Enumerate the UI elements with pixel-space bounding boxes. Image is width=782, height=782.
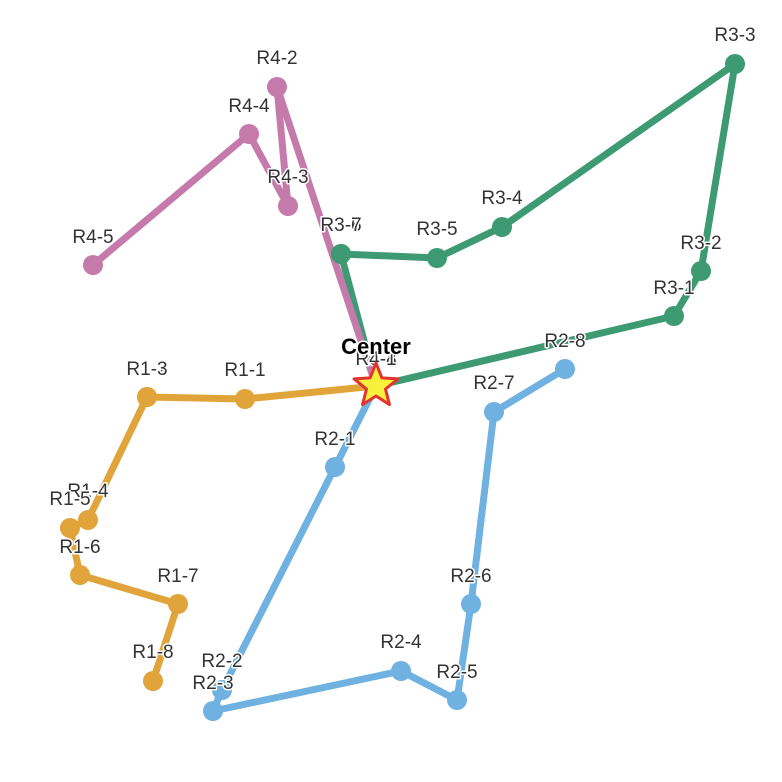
stop-node[interactable] <box>484 402 504 422</box>
stop-node[interactable] <box>391 661 411 681</box>
stop-label: R3-5 <box>416 219 457 240</box>
stop-label: R2-1 <box>314 429 355 450</box>
stop-label: R3-6 <box>320 215 361 236</box>
stop-node[interactable] <box>267 77 287 97</box>
stop-node[interactable] <box>461 594 481 614</box>
center-label: Center <box>341 334 411 359</box>
stop-label: R2-6 <box>450 566 491 587</box>
stop-node[interactable] <box>325 457 345 477</box>
stop-label: R2-8 <box>544 331 585 352</box>
stop-label: R3-3 <box>714 25 755 46</box>
stop-node[interactable] <box>555 359 575 379</box>
stop-node[interactable] <box>725 54 745 74</box>
stop-node[interactable] <box>78 510 98 530</box>
stop-node[interactable] <box>447 690 467 710</box>
stop-node[interactable] <box>331 244 351 264</box>
stop-node[interactable] <box>203 701 223 721</box>
stop-node[interactable] <box>235 389 255 409</box>
stop-label: R3-2 <box>680 233 721 254</box>
stop-node[interactable] <box>83 255 103 275</box>
stop-label: R4-3 <box>267 167 308 188</box>
stop-label: R1-1 <box>224 360 265 381</box>
stop-label: R2-2 <box>201 651 242 672</box>
stop-label: R1-4 <box>67 481 109 502</box>
stop-node[interactable] <box>427 248 447 268</box>
route-2-line <box>209 365 569 715</box>
stop-node[interactable] <box>492 217 512 237</box>
stop-node[interactable] <box>664 306 684 326</box>
stop-node[interactable] <box>168 594 188 614</box>
route-4-line <box>89 83 380 390</box>
stop-node[interactable] <box>137 387 157 407</box>
center-star-icon <box>352 361 400 407</box>
stop-node[interactable] <box>70 565 90 585</box>
stop-label: R2-5 <box>436 662 477 683</box>
stop-label: R3-4 <box>481 188 523 209</box>
stop-label: R3-1 <box>653 278 694 299</box>
stop-label: R1-5 <box>49 489 90 510</box>
stop-label: R1-6 <box>59 537 100 558</box>
stop-node[interactable] <box>691 261 711 281</box>
stop-label: R1-3 <box>126 359 167 380</box>
route-lines <box>66 60 739 715</box>
stop-label: R4-2 <box>256 48 297 69</box>
stop-node[interactable] <box>278 196 298 216</box>
stop-node[interactable] <box>239 124 259 144</box>
stop-label: R4-4 <box>228 96 270 117</box>
stop-label: R2-4 <box>380 632 422 653</box>
stop-label: R1-7 <box>157 566 198 587</box>
stop-node[interactable] <box>60 518 80 538</box>
stop-label: R2-7 <box>473 373 514 394</box>
center-hub: Center <box>340 333 413 407</box>
route-stops <box>60 54 745 721</box>
stop-label: R3-7 <box>320 215 361 236</box>
stop-label: R4-5 <box>72 227 113 248</box>
stop-label: R1-2 <box>126 359 167 380</box>
stop-label: R2-3 <box>192 673 233 694</box>
stop-label: R1-8 <box>132 642 173 663</box>
stop-node[interactable] <box>212 680 232 700</box>
stop-node[interactable] <box>143 671 163 691</box>
